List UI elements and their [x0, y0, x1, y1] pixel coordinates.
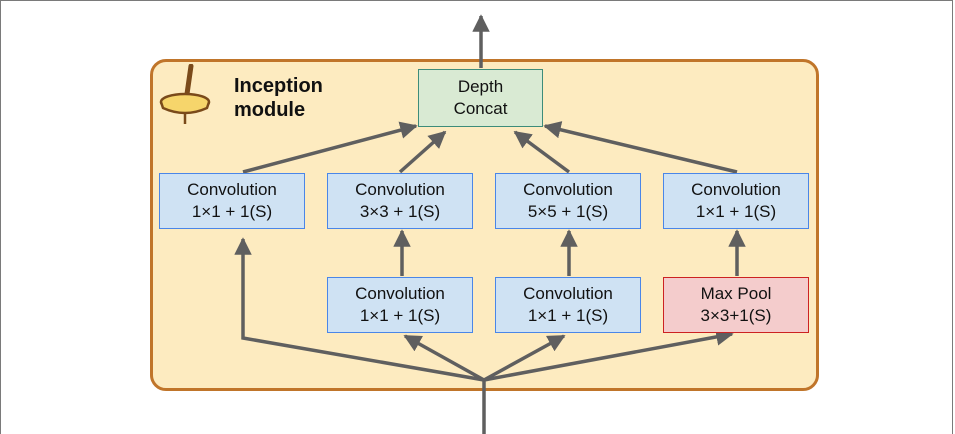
conv-5x5-line-2: 5×5 + 1(S)	[527, 202, 609, 221]
module-title-line-2: module	[234, 99, 306, 121]
conv-1x1-reduce-3x3-box: Convolution 1×1 + 1(S)	[327, 277, 473, 333]
spinning-top-icon	[159, 64, 211, 124]
conv-1x1-line-1: Convolution	[187, 180, 277, 199]
depth-concat-line-2: Concat	[453, 99, 508, 118]
max-pool-line-1: Max Pool	[700, 284, 772, 303]
conv-1x1-pool-proj-line-1: Convolution	[691, 180, 781, 199]
conv-5x5-box: Convolution 5×5 + 1(S)	[495, 173, 641, 229]
conv-3x3-line-2: 3×3 + 1(S)	[359, 202, 441, 221]
arrow-input-to-reduce5	[483, 334, 566, 382]
arrow-conv1b-to-concat	[543, 121, 738, 174]
arrow-conv5-to-concat	[513, 130, 571, 174]
depth-concat-box: Depth Concat	[418, 69, 543, 127]
depth-concat-line-1: Depth	[457, 77, 504, 96]
max-pool-line-2: 3×3+1(S)	[700, 306, 772, 325]
arrow-input-to-pool	[483, 328, 734, 382]
arrow-conv1-to-concat	[242, 121, 418, 174]
conv-1x1-reduce-5x5-box: Convolution 1×1 + 1(S)	[495, 277, 641, 333]
conv-reduce-3x3-line-2: 1×1 + 1(S)	[359, 306, 441, 325]
conv-reduce-3x3-line-1: Convolution	[355, 284, 445, 303]
conv-3x3-box: Convolution 3×3 + 1(S)	[327, 173, 473, 229]
conv-1x1-pool-proj-line-2: 1×1 + 1(S)	[695, 202, 777, 221]
conv-1x1-box: Convolution 1×1 + 1(S)	[159, 173, 305, 229]
module-title-line-1: Inception	[234, 75, 323, 97]
module-title: Inception module	[234, 74, 323, 122]
max-pool-box: Max Pool 3×3+1(S)	[663, 277, 809, 333]
conv-reduce-5x5-line-2: 1×1 + 1(S)	[527, 306, 609, 325]
conv-1x1-pool-proj-box: Convolution 1×1 + 1(S)	[663, 173, 809, 229]
arrow-input-to-conv1	[234, 237, 485, 382]
conv-3x3-line-1: Convolution	[355, 180, 445, 199]
arrow-conv3-to-concat	[398, 130, 447, 174]
conv-1x1-line-2: 1×1 + 1(S)	[191, 202, 273, 221]
arrow-input-to-reduce3	[403, 334, 485, 382]
conv-5x5-line-1: Convolution	[523, 180, 613, 199]
conv-reduce-5x5-line-1: Convolution	[523, 284, 613, 303]
